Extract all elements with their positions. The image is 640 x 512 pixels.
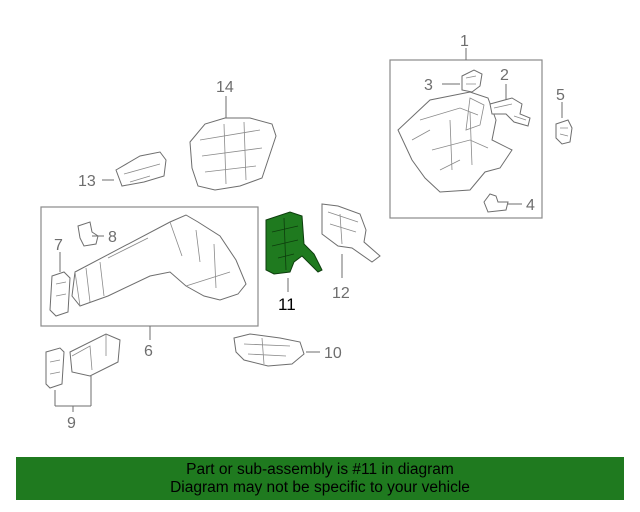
part-4-shape[interactable] [483,193,509,213]
callout-13: 13 [78,173,96,190]
part-1-shape[interactable] [397,91,513,193]
part-8-shape[interactable] [77,221,99,247]
callout-4: 4 [526,197,535,214]
info-banner: Part or sub-assembly is #11 in diagram D… [16,457,624,500]
part-13-shape[interactable] [115,151,167,187]
part-7-shape[interactable] [49,271,71,317]
banner-line-1: Part or sub-assembly is #11 in diagram [186,461,454,478]
callout-8: 8 [108,229,117,246]
parts-diagram: 1 2 3 4 5 6 7 8 9 10 11 12 13 14 [40,33,573,432]
callout-1: 1 [460,33,469,50]
callout-2: 2 [500,67,509,84]
leader-lines [54,48,563,412]
part-12-shape[interactable] [321,203,381,263]
part-2-shape[interactable] [489,97,531,127]
callout-7: 7 [54,237,63,254]
callout-9: 9 [67,415,76,432]
part-11-highlighted-shape[interactable] [265,211,323,275]
callout-6: 6 [144,343,153,360]
callout-10: 10 [324,345,342,362]
part-10-shape[interactable] [233,333,305,367]
callout-12: 12 [332,285,350,302]
part-6-shape[interactable] [71,214,247,307]
banner-line-2: Diagram may not be specific to your vehi… [170,479,470,496]
part-3-shape[interactable] [461,69,483,93]
callout-3: 3 [424,77,433,94]
part-9-shape[interactable] [45,333,121,389]
callout-14: 14 [216,79,234,96]
part-5-shape[interactable] [555,119,573,145]
callout-11: 11 [278,295,296,314]
callout-5: 5 [556,87,565,104]
part-14-shape[interactable] [189,117,277,191]
